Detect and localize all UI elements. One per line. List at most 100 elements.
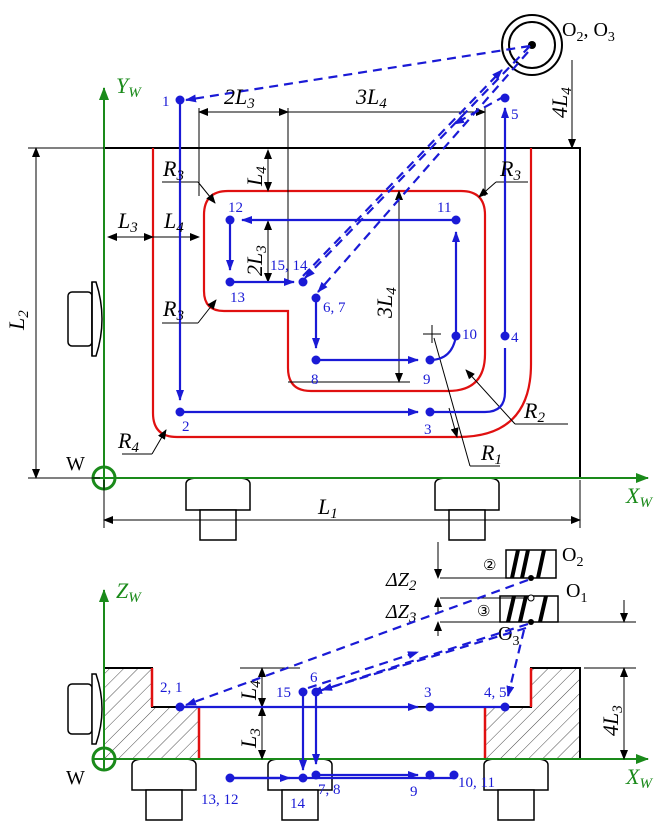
point-label: 2, 1 (160, 680, 183, 696)
svg-text:ΔZ2: ΔZ2 (385, 569, 417, 594)
point-label: 9 (423, 372, 431, 388)
clamp-bottom-left (185, 477, 251, 541)
point-label: 3 (424, 422, 432, 438)
point (311, 687, 321, 697)
point-label: 4, 5 (484, 685, 507, 701)
svg-text:L4: L4 (163, 208, 184, 236)
point-label: 4 (511, 330, 519, 346)
point-label: 12 (228, 200, 243, 216)
path-points-top (175, 93, 510, 417)
point-label: 1 (162, 94, 170, 110)
dimension-labels-top: L1 L2 2L3 3L4 4L4 L3 L4 L4 2L3 3L4 (4, 84, 575, 522)
point (175, 95, 185, 105)
clamp-left (67, 281, 103, 357)
x-axis-label-side: XW (625, 764, 653, 792)
tool-2-number: ② (483, 556, 496, 574)
point (425, 407, 435, 417)
tool-2 (505, 549, 557, 579)
point (225, 773, 235, 783)
svg-text:R3: R3 (499, 156, 521, 184)
point (425, 702, 435, 712)
point-label: 2 (182, 419, 190, 435)
tool-origin-label: O2, O3 (562, 19, 615, 45)
rapid-paths-top (185, 44, 531, 293)
point-label: 10 (462, 327, 477, 343)
svg-text:2L3: 2L3 (224, 84, 255, 112)
point-labels-top: 1 2 3 4 5 6, 7 8 9 10 11 12 13 15, 14 (162, 94, 519, 438)
clamp-bottom-right (434, 477, 500, 541)
point (425, 770, 435, 780)
svg-text:2L3: 2L3 (242, 245, 270, 276)
pocket-floor-cut (199, 707, 485, 759)
point-label: 10, 11 (458, 775, 495, 791)
inner-pocket-contour (202, 189, 487, 393)
tool-O2-label: O2 (562, 544, 583, 570)
svg-text:L3: L3 (117, 208, 138, 236)
svg-text:L4: L4 (242, 166, 270, 187)
point (298, 773, 308, 783)
svg-text:L1: L1 (317, 494, 338, 522)
point-label: 13, 12 (201, 792, 239, 808)
svg-text:3L4: 3L4 (355, 84, 387, 112)
y-axis-label: YW (116, 73, 142, 101)
svg-text:L4: L4 (236, 680, 264, 701)
svg-text:4L4: 4L4 (547, 87, 575, 118)
dimension-labels-side: ΔZ2 ΔZ3 L4 L3 4L3 (236, 569, 626, 749)
point-label: 6 (310, 670, 318, 686)
point (500, 702, 510, 712)
point-labels-side: 2, 1 6 15 3 4, 5 13, 12 14 7, 8 9 10, 11 (160, 670, 507, 812)
point (451, 215, 461, 225)
point (311, 293, 321, 303)
point-label: 11 (437, 200, 451, 216)
point-label: 14 (290, 796, 306, 812)
point (225, 277, 235, 287)
point (225, 215, 235, 225)
svg-text:R3: R3 (162, 156, 184, 184)
side-view: ZW XW W O2 O1 O3 ② ③ (66, 542, 653, 821)
point (500, 331, 510, 341)
outer-contour (151, 148, 533, 439)
tool-path-side (180, 692, 505, 782)
point (425, 355, 435, 365)
dimension-lines (28, 60, 581, 528)
svg-text:3L4: 3L4 (372, 287, 400, 319)
point (298, 687, 308, 697)
point-label: 13 (230, 290, 245, 306)
svg-text:L2: L2 (4, 310, 32, 331)
svg-text:R2: R2 (523, 398, 545, 426)
point-label: 15, 14 (270, 258, 308, 274)
point-label: 6, 7 (323, 300, 346, 316)
z-axis-label: ZW (116, 578, 142, 606)
tool-O3-label: O3 (498, 623, 519, 649)
point (449, 770, 459, 780)
origin-label: W (66, 453, 85, 475)
tool-O1-label: O1 (566, 580, 587, 606)
point (500, 93, 510, 103)
point-label: 5 (511, 107, 519, 123)
point (175, 407, 185, 417)
svg-text:ΔZ3: ΔZ3 (385, 601, 416, 626)
point (311, 355, 321, 365)
rapid-paths-side (185, 578, 529, 707)
point-label: 3 (424, 685, 432, 701)
tool-symbol (501, 14, 563, 76)
radius-labels: R3 R3 R3 R4 R2 R1 (117, 156, 545, 468)
point (311, 770, 321, 780)
path-points-side (175, 687, 510, 783)
point-label: 7, 8 (318, 782, 341, 798)
svg-text:R4: R4 (117, 428, 139, 456)
tool-3-number: ③ (477, 602, 490, 620)
point (298, 277, 308, 287)
point-label: 15 (276, 685, 291, 701)
point-label: 8 (311, 372, 319, 388)
svg-text:R3: R3 (162, 296, 184, 324)
svg-text:R1: R1 (480, 440, 502, 468)
top-view: YW XW W O2, O3 (4, 14, 653, 541)
origin-label-side: W (66, 767, 85, 789)
origin-symbol-side (91, 746, 117, 772)
clamp-side-left (67, 673, 103, 745)
x-axis-label: XW (625, 483, 653, 511)
point-label: 9 (410, 784, 418, 800)
tool-path-top (176, 100, 509, 416)
point (451, 331, 461, 341)
